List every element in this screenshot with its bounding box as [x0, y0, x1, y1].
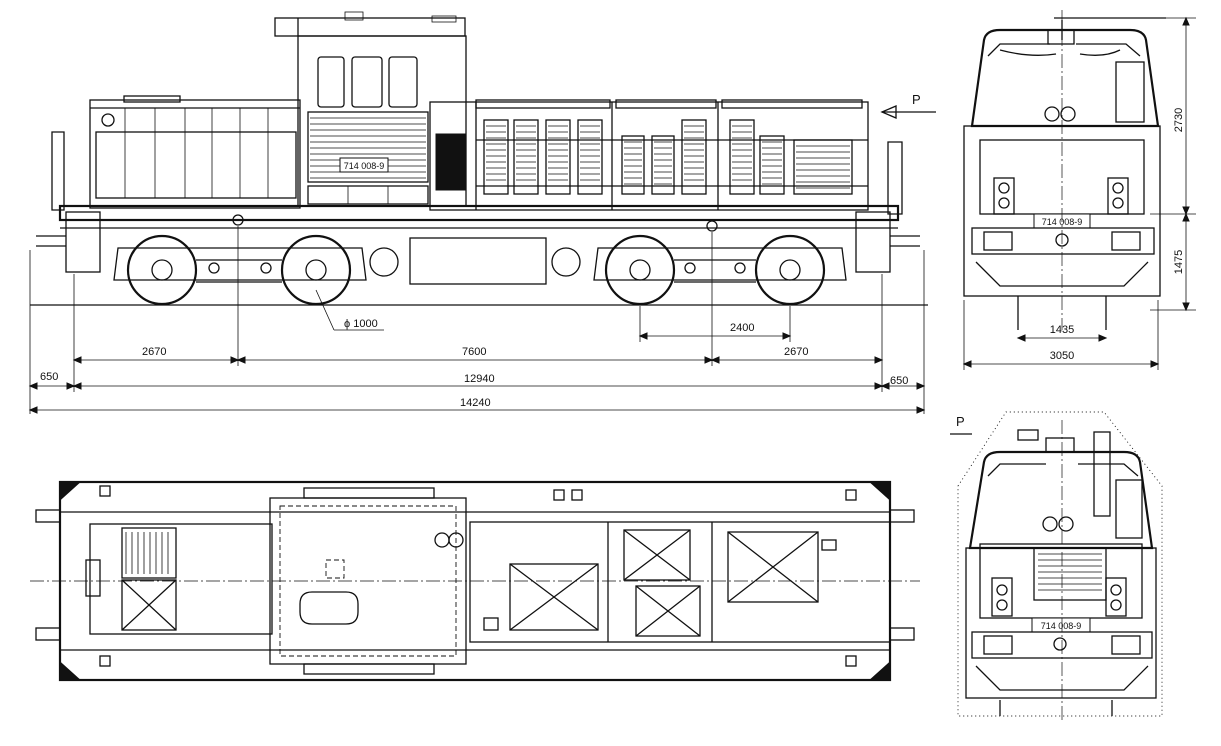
front-view: 714 008-9 2730 1475 1435 3050 — [962, 10, 1196, 370]
wheel — [280, 234, 352, 306]
bogie-to-end-left-label: 2670 — [142, 346, 166, 358]
upper-height-label: 2730 — [1173, 108, 1185, 132]
section-label-p: P — [956, 414, 965, 429]
svg-text:P: P — [912, 92, 921, 107]
width-label: 3050 — [1050, 350, 1074, 362]
left-bogie — [113, 234, 367, 306]
lower-height-label: 1475 — [1173, 250, 1185, 274]
rear-view: 714 008-9 P — [950, 411, 1163, 720]
bogie-to-end-right-label: 2670 — [784, 346, 808, 358]
dimension-lines — [28, 332, 926, 414]
side-dimension-labels: ϕ 1000 2400 2670 7600 2670 650 12940 650… — [40, 318, 908, 409]
long-hood — [429, 99, 869, 211]
side-number-plate: 714 008-9 — [344, 161, 385, 171]
plan-view — [30, 480, 920, 682]
extension-lines — [29, 226, 925, 414]
bogie-centres-label: 7600 — [462, 346, 486, 358]
bogie-wheelbase-label: 2400 — [730, 322, 754, 334]
cab: 714 008-9 — [274, 11, 467, 207]
buffer-left-label: 650 — [40, 371, 58, 383]
wheel — [754, 234, 826, 306]
hood-grilles — [483, 119, 853, 195]
main-frame — [36, 131, 920, 285]
right-bogie — [593, 234, 847, 306]
side-elevation: 714 008-9 — [28, 11, 936, 414]
track-gauge-label: 1435 — [1050, 324, 1074, 336]
length-over-buffers-label: 14240 — [460, 397, 491, 409]
buffer-right-label: 650 — [890, 375, 908, 387]
short-hood — [89, 95, 301, 209]
length-over-frame-label: 12940 — [464, 373, 495, 385]
rear-number-plate: 714 008-9 — [1041, 621, 1082, 631]
grille-louvres — [486, 125, 850, 189]
wheel — [126, 234, 198, 306]
view-arrow-p: P — [880, 92, 936, 119]
wheel-diameter-label: ϕ 1000 — [344, 318, 378, 330]
wheel — [604, 234, 676, 306]
